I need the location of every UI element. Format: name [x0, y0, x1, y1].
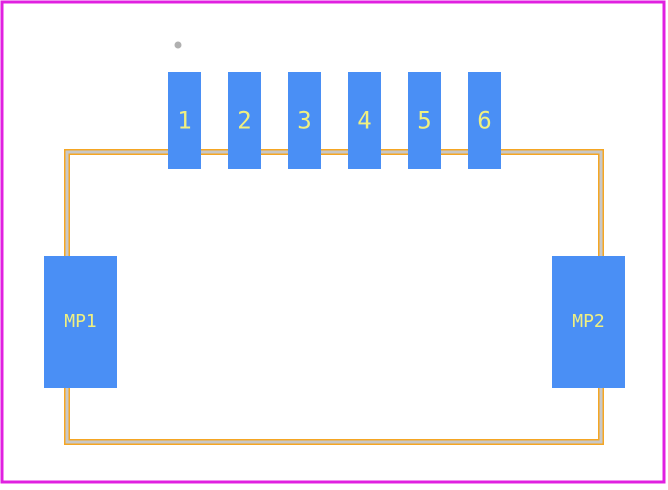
pad-label-1: 1 [177, 107, 191, 135]
signal-pads: 1 2 3 4 5 6 [168, 72, 501, 169]
mounting-pad-mp2 [552, 256, 625, 388]
pad-6 [468, 72, 501, 169]
pad-4 [348, 72, 381, 169]
pad-1 [168, 72, 201, 169]
pad-label-4: 4 [357, 107, 371, 135]
pad-3 [288, 72, 321, 169]
pad-2 [228, 72, 261, 169]
pad-label-5: 5 [417, 107, 431, 135]
pad-5 [408, 72, 441, 169]
pad-label-3: 3 [297, 107, 311, 135]
pad-label-6: 6 [477, 107, 491, 135]
component-outline [64, 149, 604, 445]
mounting-pad-label-mp1: MP1 [64, 311, 97, 332]
silkscreen-outline [64, 149, 604, 445]
pad-label-2: 2 [237, 107, 251, 135]
mounting-pad-mp1 [44, 256, 117, 388]
mounting-pads: MP1 MP2 [44, 256, 625, 388]
courtyard-outline [65, 150, 603, 444]
pin1-marker-dot [174, 41, 182, 49]
mounting-pad-label-mp2: MP2 [572, 311, 605, 332]
